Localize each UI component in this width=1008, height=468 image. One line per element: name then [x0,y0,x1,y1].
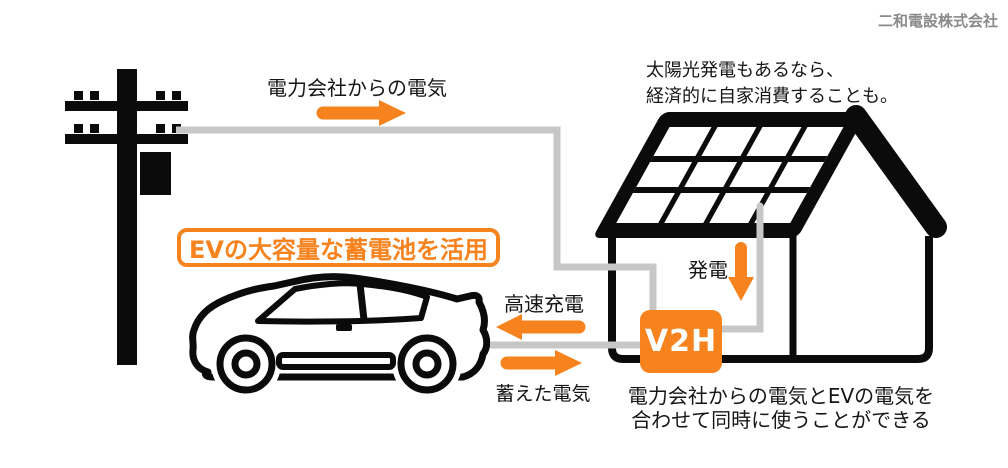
v2h-unit: V2H [640,310,722,373]
fast-charge-left-arrow-icon [496,314,586,340]
v2h-note-text: 電力会社からの電気とEVの電気を 合わせて同時に使うことができる [627,384,935,432]
fast-charge-label: 高速充電 [504,292,584,316]
roof-right-slope [845,105,947,238]
ev-battery-badge-label: EVの大容量な蓄電池を活用 [189,236,488,264]
solar-panel-icon [595,112,865,238]
stored-power-right-arrow-icon [500,350,582,376]
v2h-unit-label: V2H [644,324,718,359]
generation-down-arrow-icon [728,242,754,301]
grid-supply-right-arrow-icon [316,100,406,126]
house-walls [608,231,933,363]
solar-house-icon [595,105,947,363]
rear-wheel-icon [392,329,462,399]
wire-grid-to-v2h [176,126,657,318]
utility-pole-icon [65,69,188,365]
power-wire-lines [176,126,764,349]
solar-note-text: 太陽光発電もあるなら、 経済的に自家消費することも。 [646,60,898,107]
car-door-handle [336,324,352,331]
ev-battery-badge: EVの大容量な蓄電池を活用 [177,228,500,267]
stored-power-label: 蓄えた電気 [495,383,591,405]
flow-arrows [316,100,754,376]
wire-panel-to-v2h [718,202,764,333]
company-name: 二和電設株式会社 [877,12,998,30]
grid-power-label: 電力会社からの電気 [267,76,447,100]
generation-label: 発電 [688,258,728,282]
car-sill [276,352,396,370]
car-b-pillar [356,283,368,321]
front-wheel-icon [211,329,281,399]
car-window [255,280,430,325]
ev-car-icon [189,273,491,399]
